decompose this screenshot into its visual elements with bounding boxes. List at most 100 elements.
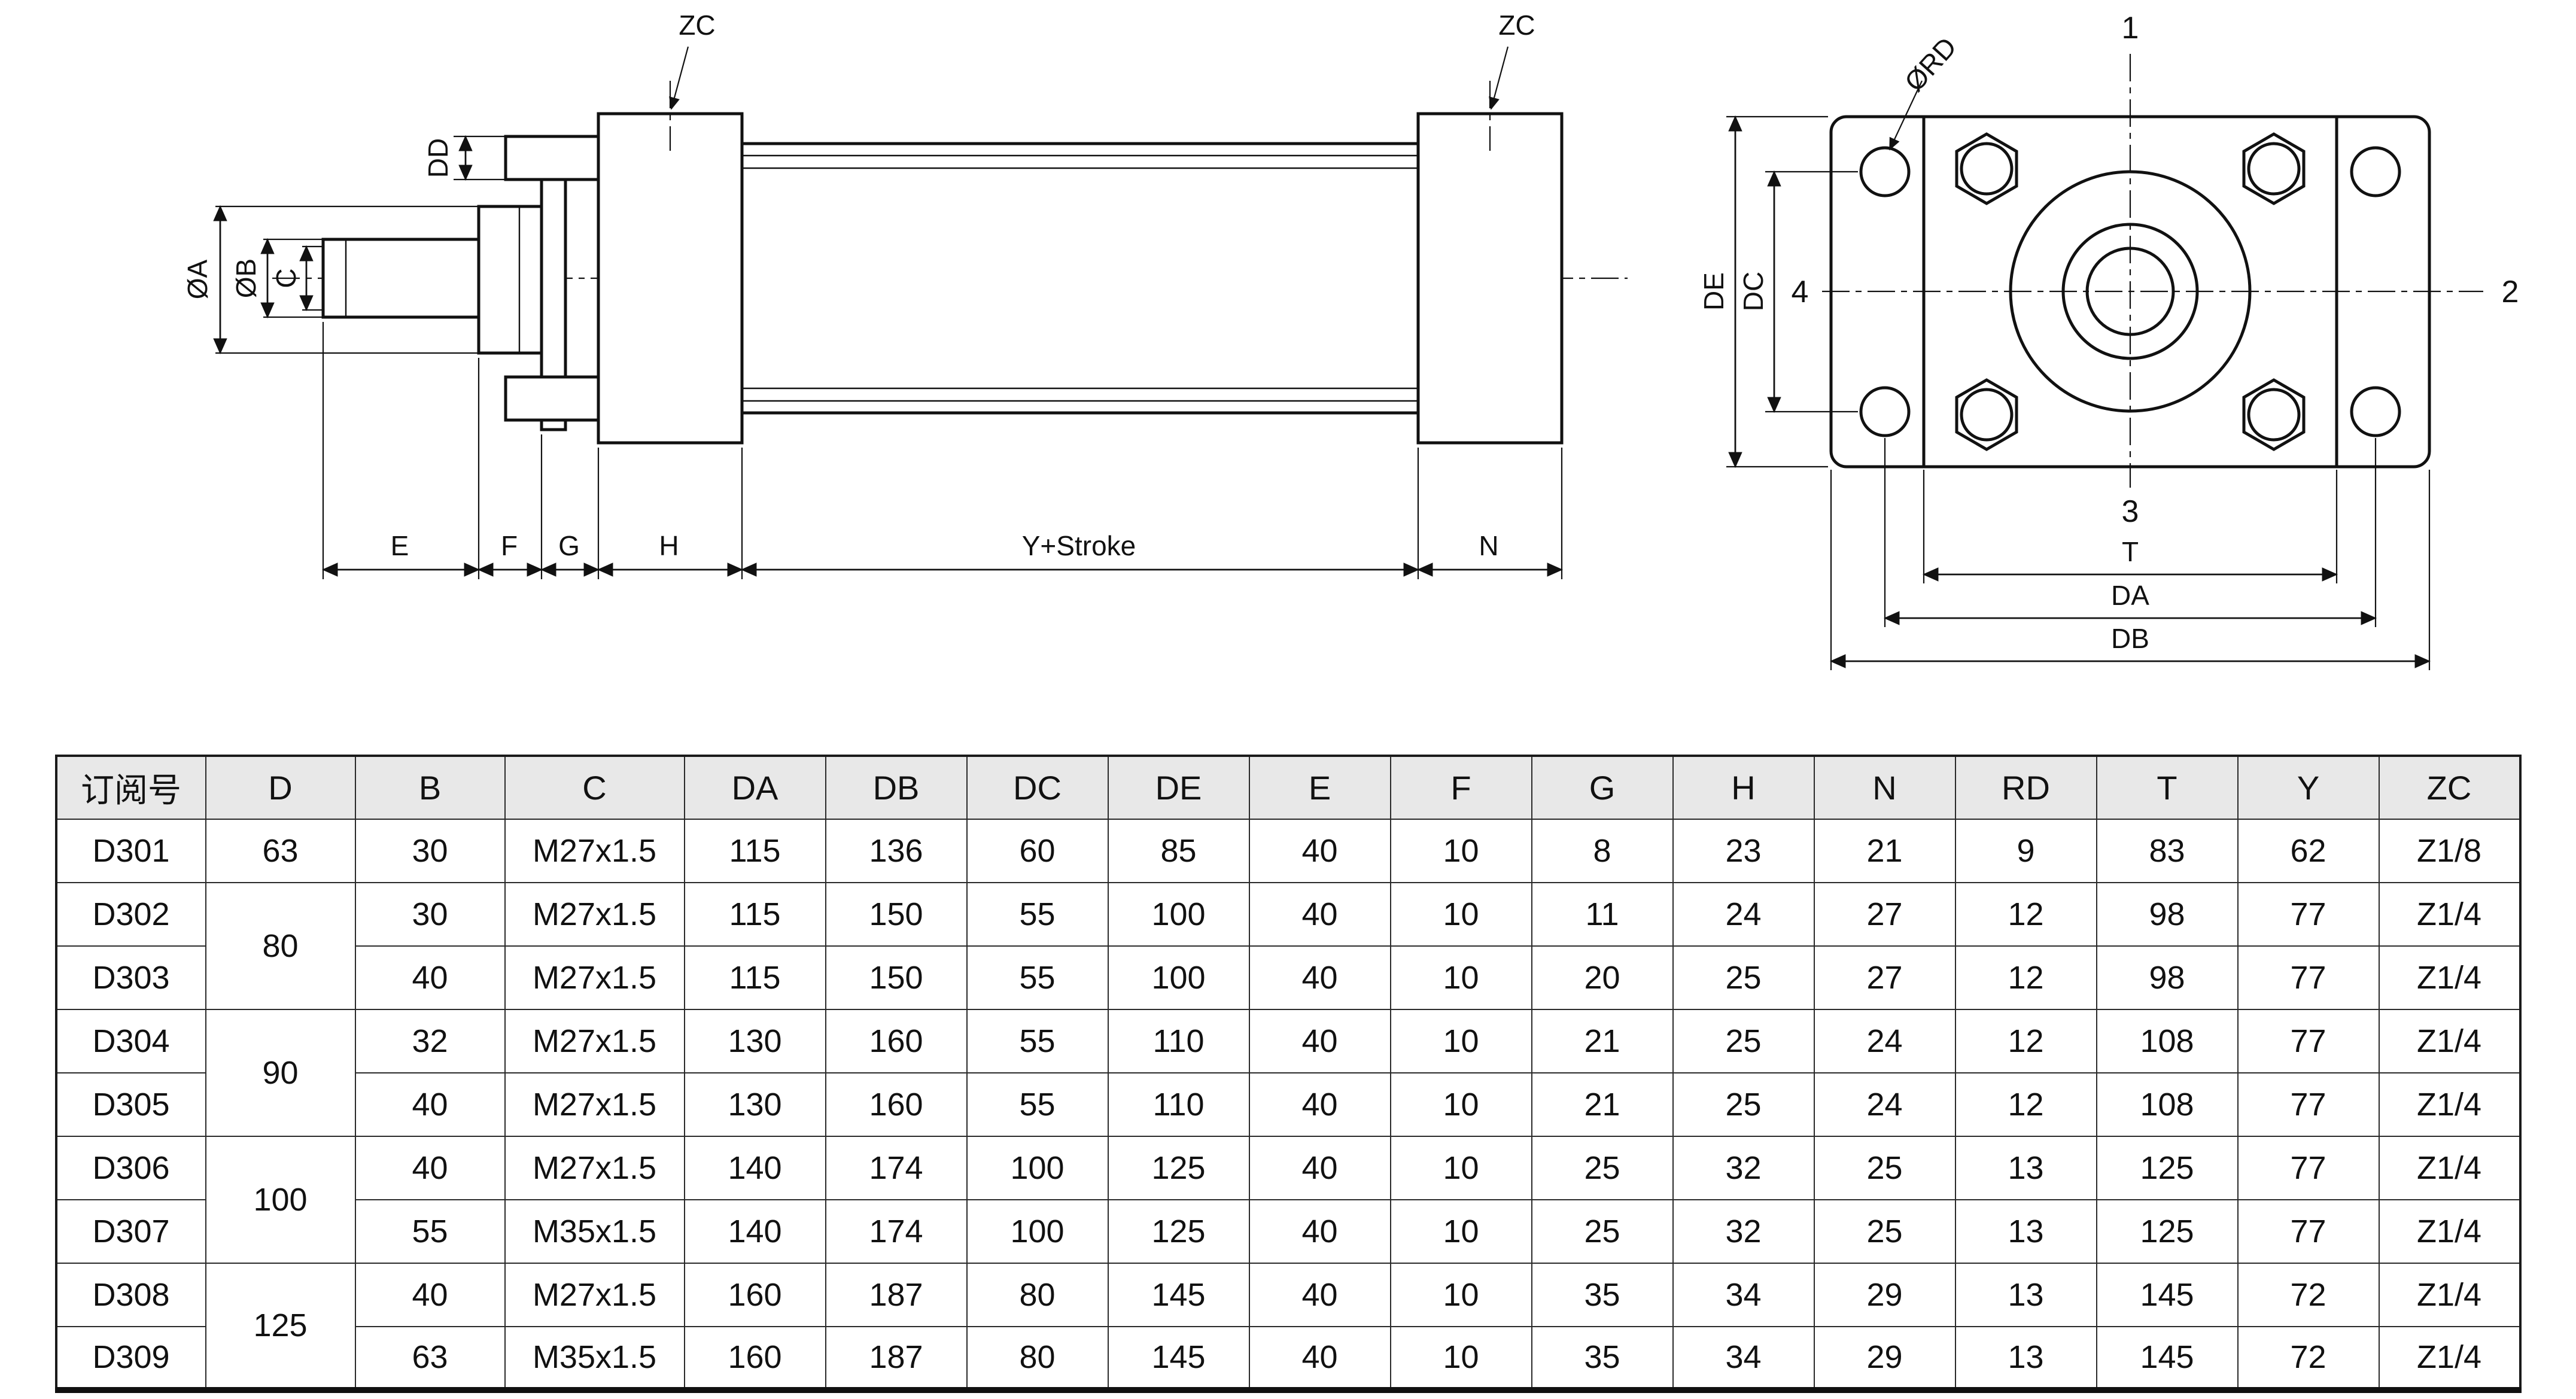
cell-n: 29 <box>1813 1263 1956 1327</box>
header-b: B <box>354 755 506 820</box>
gland-middle-circle <box>2061 223 2199 360</box>
cell-f: 10 <box>1389 882 1532 947</box>
cell-id: D305 <box>55 1072 206 1137</box>
cell-dc: 55 <box>966 882 1109 947</box>
cell-e: 40 <box>1248 882 1391 947</box>
cell-e: 40 <box>1248 1009 1391 1073</box>
cell-h: 32 <box>1672 1136 1815 1200</box>
cell-id: D301 <box>55 819 206 883</box>
cell-rd: 12 <box>1954 882 2097 947</box>
front-head <box>597 112 744 445</box>
db-label: DB <box>2111 623 2149 654</box>
mount-hole-top-right <box>2350 146 2401 197</box>
cell-dc: 55 <box>966 945 1109 1010</box>
cell-c: M27x1.5 <box>504 1136 685 1200</box>
cell-de: 100 <box>1107 945 1250 1010</box>
cell-f: 10 <box>1389 1136 1532 1200</box>
zc-rear-label: ZC <box>1498 10 1535 41</box>
cell-n: 21 <box>1813 819 1956 883</box>
cell-de: 110 <box>1107 1072 1250 1137</box>
cell-zc: Z1/4 <box>2378 1072 2521 1137</box>
table-row: D308 125 40 M27x1.5 160 187 80 145 40 10… <box>55 1263 2521 1391</box>
cell-db: 136 <box>825 819 968 883</box>
cell-de: 85 <box>1107 819 1250 883</box>
cell-f: 10 <box>1389 1072 1532 1137</box>
cell-zc: Z1/4 <box>2378 1326 2521 1391</box>
cell-h: 32 <box>1672 1199 1815 1264</box>
cell-de: 145 <box>1107 1263 1250 1327</box>
table-row: D305 40 M27x1.5 130 160 55 110 40 10 21 … <box>55 1072 2521 1137</box>
cell-n: 27 <box>1813 882 1956 947</box>
front-horizontal-dimensions: T DA DB <box>1829 438 2431 670</box>
header-da: DA <box>683 755 826 820</box>
phi-rd-label: ØRD <box>1899 31 1963 98</box>
cell-zc: Z1/4 <box>2378 1009 2521 1073</box>
cell-y: 77 <box>2237 1072 2380 1137</box>
cell-h: 24 <box>1672 882 1815 947</box>
cell-c: M27x1.5 <box>504 1009 685 1073</box>
c-label: C <box>270 268 302 288</box>
cell-da: 115 <box>683 882 826 947</box>
cell-da: 160 <box>683 1326 826 1391</box>
rod-collar <box>477 205 543 355</box>
cell-y: 77 <box>2237 1136 2380 1200</box>
cell-dc: 55 <box>966 1009 1109 1073</box>
cell-db: 150 <box>825 882 968 947</box>
cell-id: D308 <box>55 1263 206 1327</box>
cell-c: M27x1.5 <box>504 882 685 947</box>
cell-db: 150 <box>825 945 968 1010</box>
phi-b-label: ØB <box>230 258 261 298</box>
cell-h: 25 <box>1672 945 1815 1010</box>
cell-de: 125 <box>1107 1199 1250 1264</box>
cell-t: 83 <box>2096 819 2239 883</box>
cell-f: 10 <box>1389 945 1532 1010</box>
cell-id: D304 <box>55 1009 206 1073</box>
cell-e: 40 <box>1248 1199 1391 1264</box>
cell-h: 23 <box>1672 819 1815 883</box>
cell-f: 10 <box>1389 1199 1532 1264</box>
top-boss <box>504 135 600 181</box>
cell-g: 35 <box>1531 1263 1674 1327</box>
cell-g: 8 <box>1531 819 1674 883</box>
cell-n: 25 <box>1813 1136 1956 1200</box>
front-view-geometry <box>1829 115 2431 469</box>
cell-y: 77 <box>2237 1009 2380 1073</box>
cell-de: 125 <box>1107 1136 1250 1200</box>
cell-id: D307 <box>55 1199 206 1264</box>
cell-id: D303 <box>55 945 206 1010</box>
port-1-label: 1 <box>2122 11 2139 45</box>
table-row: D306 100 40 M27x1.5 140 174 100 125 40 1… <box>55 1136 2521 1264</box>
header-rd: RD <box>1954 755 2097 820</box>
cylinder-tube <box>740 142 1420 415</box>
cell-g: 21 <box>1531 1072 1674 1137</box>
rear-head <box>1416 112 1564 445</box>
cell-g: 25 <box>1531 1136 1674 1200</box>
bottom-boss <box>504 375 600 422</box>
cell-c: M35x1.5 <box>504 1199 685 1264</box>
cell-c: M27x1.5 <box>504 1263 685 1327</box>
cell-da: 160 <box>683 1263 826 1327</box>
rd-callout: ØRD <box>1889 31 1963 151</box>
dd-label: DD <box>422 138 454 178</box>
header-t: T <box>2096 755 2239 820</box>
cell-b: 40 <box>354 1136 506 1200</box>
header-g: G <box>1531 755 1674 820</box>
cell-e: 40 <box>1248 819 1391 883</box>
cell-e: 40 <box>1248 945 1391 1010</box>
cell-n: 27 <box>1813 945 1956 1010</box>
cell-y: 72 <box>2237 1326 2380 1391</box>
cell-zc: Z1/8 <box>2378 819 2521 883</box>
cell-n: 24 <box>1813 1072 1956 1137</box>
cell-de: 110 <box>1107 1009 1250 1073</box>
zc-callouts: ZC ZC <box>669 10 1535 110</box>
y-stroke-label: Y+Stroke <box>1022 530 1136 561</box>
header-c: C <box>504 755 685 820</box>
cell-rd: 13 <box>1954 1326 2097 1391</box>
cell-de: 100 <box>1107 882 1250 947</box>
cell-t: 145 <box>2096 1263 2239 1327</box>
port-4-label: 4 <box>1792 275 1809 309</box>
f-label: F <box>501 530 518 561</box>
cell-c: M27x1.5 <box>504 819 685 883</box>
port-2-label: 2 <box>2502 275 2519 309</box>
cell-da: 115 <box>683 945 826 1010</box>
